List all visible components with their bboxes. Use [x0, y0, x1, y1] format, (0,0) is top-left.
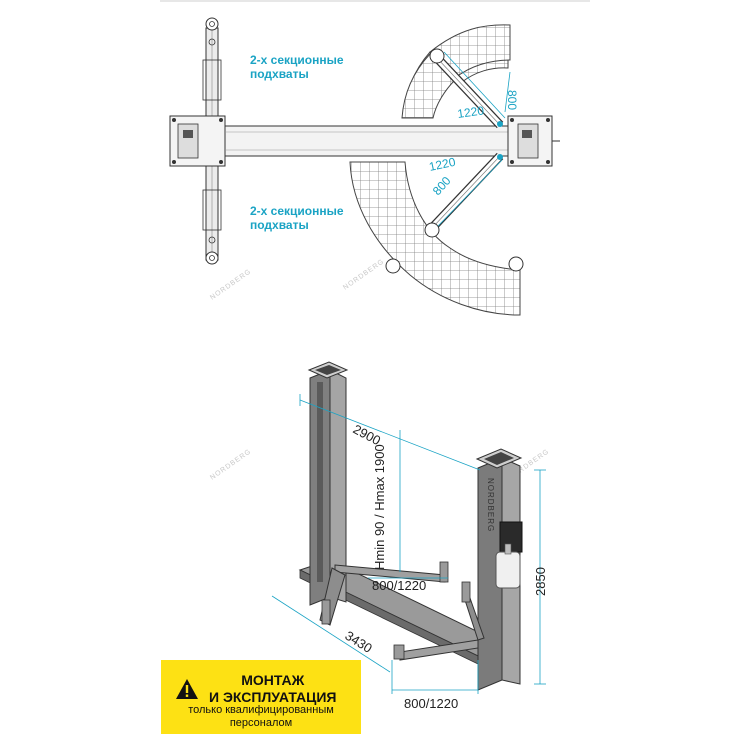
cross-beam	[224, 125, 509, 157]
warning-banner: МОНТАЖ И ЭКСПЛУАТАЦИЯ только квалифициро…	[161, 660, 361, 734]
svg-text:800/1220: 800/1220	[372, 578, 426, 593]
dim-arm-short-top: 800	[505, 90, 519, 110]
arm-label-top-line2: подхваты	[250, 67, 309, 81]
dim-arm-upper: 800/1220	[368, 577, 448, 593]
svg-text:2850: 2850	[533, 567, 548, 596]
arm-label-top-line1: 2-х секционные	[250, 53, 344, 67]
warning-sub-line2: персоналом	[229, 717, 293, 729]
arm-bottom	[385, 152, 524, 274]
dim-arm-lower: 800/1220	[391, 660, 479, 711]
dim-lift-height: Hmin 90 / Hmax 1900	[372, 430, 401, 572]
warning-icon	[176, 679, 198, 699]
column-left	[307, 361, 349, 606]
arm-label-bottom-line1: 2-х секционные	[250, 204, 344, 218]
dim-total-height: 2850	[533, 469, 548, 685]
arm-top	[429, 48, 504, 129]
warning-title-line1: МОНТАЖ	[241, 672, 305, 688]
svg-text:800/1220: 800/1220	[404, 696, 458, 711]
svg-text:Hmin 90 / Hmax 1900: Hmin 90 / Hmax 1900	[372, 444, 387, 570]
watermark-2: NORDBERG	[342, 258, 386, 292]
right-arms	[393, 581, 485, 661]
arm-sweep-sector-bottom	[349, 161, 521, 316]
top-view: 1220 800 1220 800 2-х секционные подхват…	[160, 0, 590, 316]
column-right: NORDBERG	[475, 448, 523, 691]
watermark-3: NORDBERG	[209, 448, 253, 482]
iso-view: NORDBERG NORDBERG NORDBERG NORDBERG	[209, 258, 551, 711]
warning-title-line2: И ЭКСПЛУАТАЦИЯ	[209, 689, 337, 705]
dim-arm-short-bottom: 800	[430, 174, 454, 198]
column-brand: NORDBERG	[486, 478, 495, 532]
dim-arm-long-top: 1220	[456, 103, 485, 121]
warning-sub-line1: только квалифицированным	[188, 704, 334, 716]
arm-label-bottom-line2: подхваты	[250, 218, 309, 232]
dim-arm-long-bottom: 1220	[428, 155, 457, 174]
svg-text:2900: 2900	[351, 421, 384, 448]
left-base-plate	[169, 115, 226, 167]
watermark-1: NORDBERG	[209, 268, 253, 302]
right-base-plate	[507, 115, 560, 167]
